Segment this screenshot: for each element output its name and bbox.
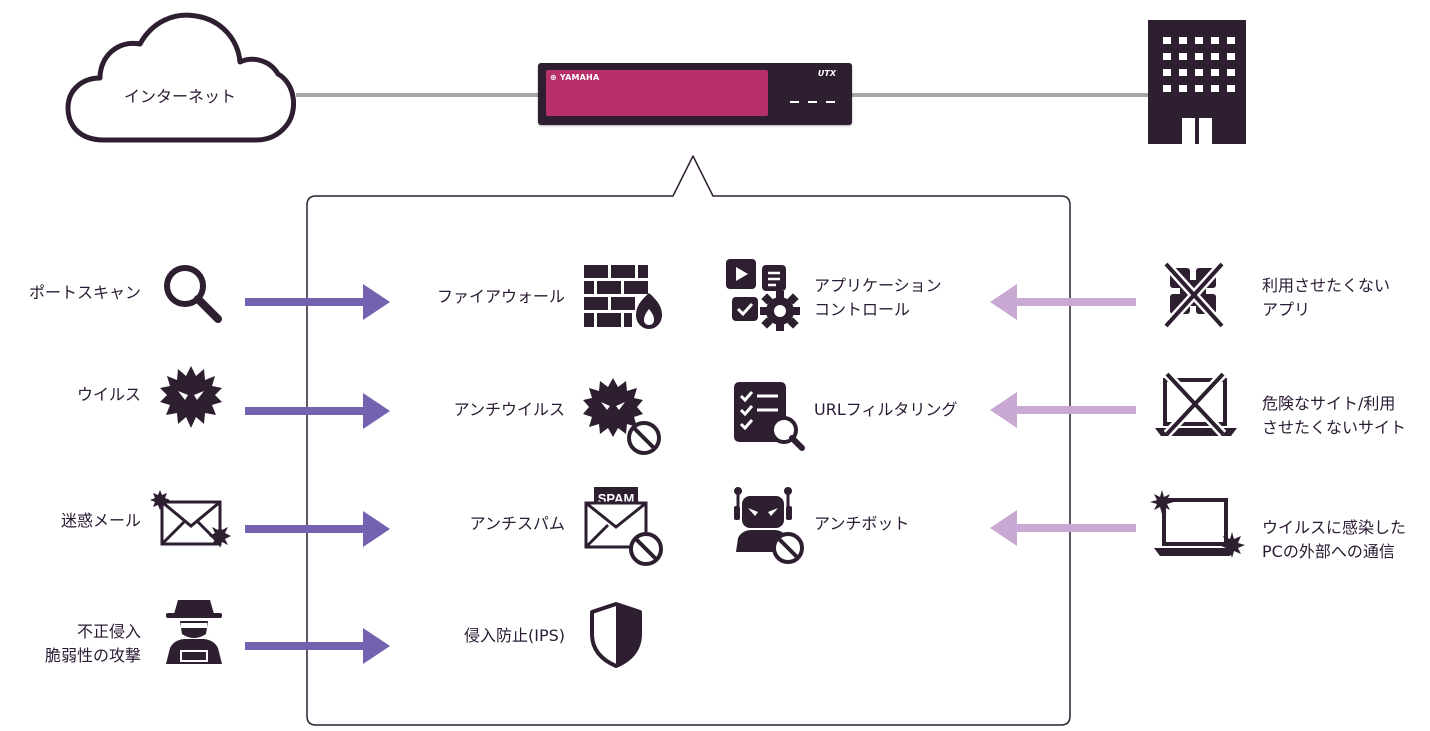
function-label-antibot: アンチボット [814,514,910,533]
utx-led [808,101,817,103]
utx-model: UTX [817,69,836,78]
internet-label: インターネット [123,87,236,106]
internal-label-site: 危険なサイト/利用 させたくないサイト [1262,394,1407,437]
function-label-antispam: アンチスパム [469,514,565,533]
inbound-arrow-spam-mail [245,510,390,548]
antibot-icon [728,482,808,566]
function-callout-box [305,153,1073,729]
function-label-antivirus: アンチウイルス [453,400,565,419]
shield-icon [586,600,646,670]
office-building-icon [1148,20,1246,144]
threat-label-spam-mail: 迷惑メール [60,511,141,530]
spam-mail-icon [150,486,238,552]
outbound-arrow-app [990,283,1136,321]
function-label-url-filter: URLフィルタリング [814,400,958,419]
internal-label-pc: ウイルスに感染した PCの外部への通信 [1262,518,1407,561]
inbound-arrow-intrusion [245,627,390,665]
threat-label-virus: ウイルス [76,385,141,404]
infected-pc-icon [1150,490,1246,564]
internal-label-app: 利用させたくない アプリ [1262,276,1391,319]
connector-utx-office [852,93,1148,97]
connector-internet-utx [296,93,538,97]
utx-brand: ⊛ YAMAHA [550,73,600,82]
antivirus-icon [582,376,662,456]
outbound-arrow-pc [990,509,1136,547]
outbound-arrow-site [990,391,1136,429]
utx-device: ⊛ YAMAHA UTX [538,63,852,125]
threat-label-port-scan: ポートスキャン [28,283,141,302]
inbound-arrow-virus [245,392,390,430]
virus-icon [158,364,224,430]
hacker-icon [162,596,226,664]
function-label-app-control: アプリケーション コントロール [814,276,942,319]
firewall-icon [584,265,664,329]
utx-led [826,101,835,103]
inbound-arrow-port-scan [245,283,390,321]
internet-cloud [64,8,296,146]
function-label-ips: 侵入防止(IPS) [463,626,565,645]
blocked-site-icon [1155,372,1237,440]
magnifier-icon [160,261,224,325]
utx-led [790,101,799,103]
url-filter-icon [732,380,806,454]
antispam-icon: SPAM [584,485,664,567]
threat-label-intrusion: 不正侵入 脆弱性の攻撃 [44,622,141,665]
blocked-app-icon [1160,260,1228,330]
utx-screen: ⊛ YAMAHA [546,70,768,116]
function-label-firewall: ファイアウォール [436,287,565,306]
app-control-icon [724,257,804,333]
